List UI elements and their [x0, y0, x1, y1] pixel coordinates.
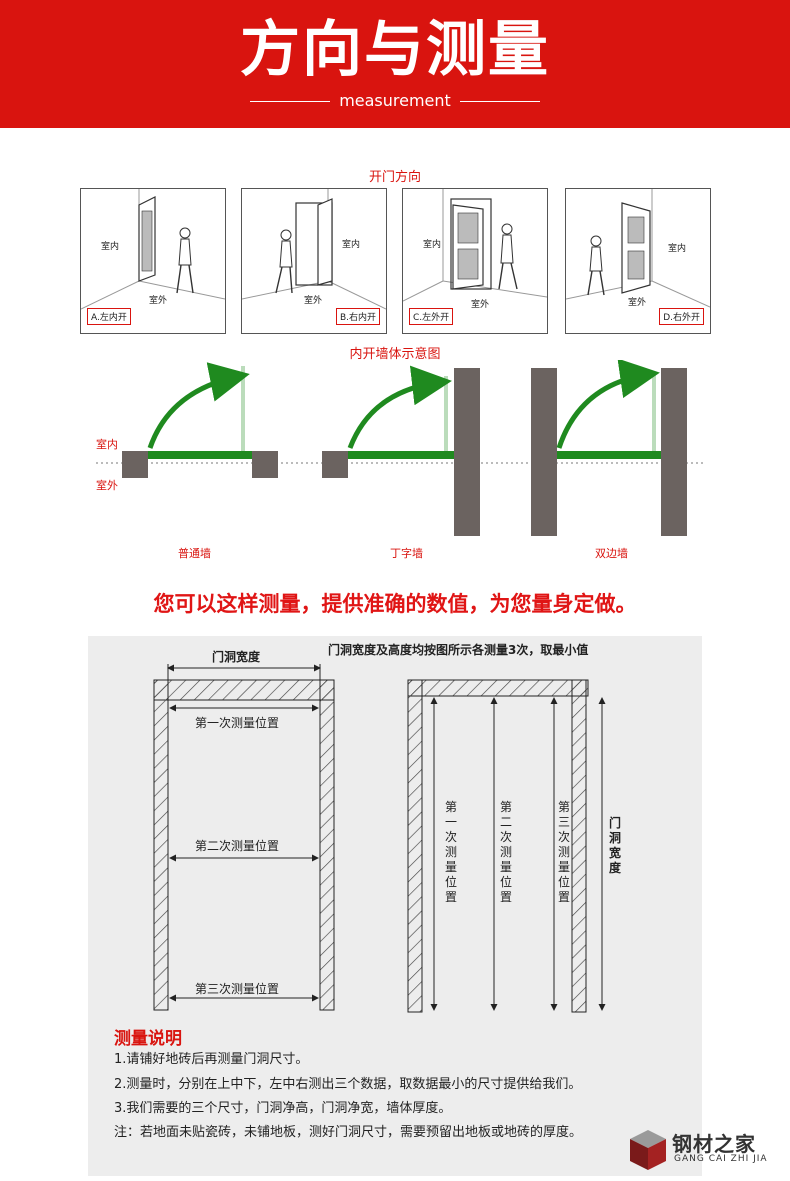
- cube-logo-icon: [630, 1130, 666, 1170]
- indoor-label: 室内: [668, 244, 687, 254]
- door-panel-b: 室内 室外 B.右内开: [241, 188, 387, 334]
- vertical-measure-1: 第一次测量位置: [444, 800, 458, 905]
- door-type-label: A.左内开: [87, 308, 131, 325]
- brand-logo: 钢材之家 GANG CAI ZHI JIA: [628, 1128, 788, 1176]
- indoor-label: 室内: [101, 242, 120, 252]
- measurement-drawing: [153, 664, 606, 1013]
- header-banner: 方向与测量 measurement: [0, 0, 790, 128]
- vertical-measure-3: 第三次测量位置: [557, 800, 571, 905]
- door-width-side-label: 门洞宽度: [608, 816, 622, 876]
- tagline: 您可以这样测量，提供准确的数值，为您量身定做。: [153, 592, 637, 616]
- banner-divider-right: [460, 101, 540, 102]
- logo-text: 钢材之家: [672, 1132, 756, 1156]
- note-3: 3.我们需要的三个尺寸，门洞净高，门洞净宽，墙体厚度。: [114, 1101, 452, 1116]
- door-panel-c: 室内 室外 C.左外开: [402, 188, 548, 334]
- door-illustration-b: [242, 189, 386, 310]
- outdoor-label: 室外: [304, 296, 323, 306]
- door-type-label: C.左外开: [409, 308, 454, 325]
- measurement-diagram: [88, 636, 702, 1176]
- door-illustration-a: [81, 189, 225, 310]
- door-type-label: D.右外开: [659, 308, 704, 325]
- outdoor-label: 室外: [149, 296, 168, 306]
- door-width-label: 门洞宽度: [212, 650, 261, 664]
- notes-title: 测量说明: [114, 1029, 182, 1049]
- note-1: 1.请铺好地砖后再测量门洞尺寸。: [114, 1052, 309, 1067]
- horizontal-measure-1: 第一次测量位置: [195, 714, 280, 731]
- wall-type-ordinary: 普通墙: [178, 547, 211, 560]
- door-panel-d: 室内 室外 D.右外开: [565, 188, 711, 334]
- outdoor-side-label: 室外: [96, 479, 118, 492]
- door-illustration-d: [566, 189, 710, 308]
- wall-diagram-title: 内开墙体示意图: [349, 347, 441, 362]
- indoor-label: 室内: [423, 240, 442, 250]
- banner-title: 方向与测量: [240, 15, 550, 85]
- outdoor-label: 室外: [628, 298, 647, 308]
- horizontal-measure-3: 第三次测量位置: [195, 980, 280, 997]
- wall-type-t: 丁字墙: [390, 547, 423, 560]
- logo-subtext: GANG CAI ZHI JIA: [674, 1154, 768, 1164]
- wall-diagram: [96, 360, 706, 536]
- indoor-side-label: 室内: [96, 438, 118, 451]
- door-panel-a: 室内 室外 A.左内开: [80, 188, 226, 334]
- door-direction-title: 开门方向: [368, 170, 421, 185]
- door-type-label: B.右内开: [335, 308, 380, 325]
- wall-type-double: 双边墙: [595, 547, 628, 560]
- outdoor-label: 室外: [471, 300, 490, 310]
- banner-subtitle: measurement: [339, 91, 451, 110]
- indoor-label: 室内: [342, 240, 361, 250]
- measurement-instruction: 门洞宽度及高度均按图所示各测量3次，取最小值: [328, 643, 589, 657]
- banner-divider-left: [250, 101, 330, 102]
- note-2: 2.测量时，分别在上中下，左中右测出三个数据，取数据最小的尺寸提供给我们。: [114, 1077, 582, 1092]
- note-4: 注：若地面未贴瓷砖，未铺地板，测好门洞尺寸，需要预留出地板或地砖的厚度。: [114, 1125, 583, 1140]
- door-illustration-c: [403, 189, 547, 302]
- horizontal-measure-2: 第二次测量位置: [195, 837, 280, 854]
- vertical-measure-2: 第二次测量位置: [499, 800, 513, 905]
